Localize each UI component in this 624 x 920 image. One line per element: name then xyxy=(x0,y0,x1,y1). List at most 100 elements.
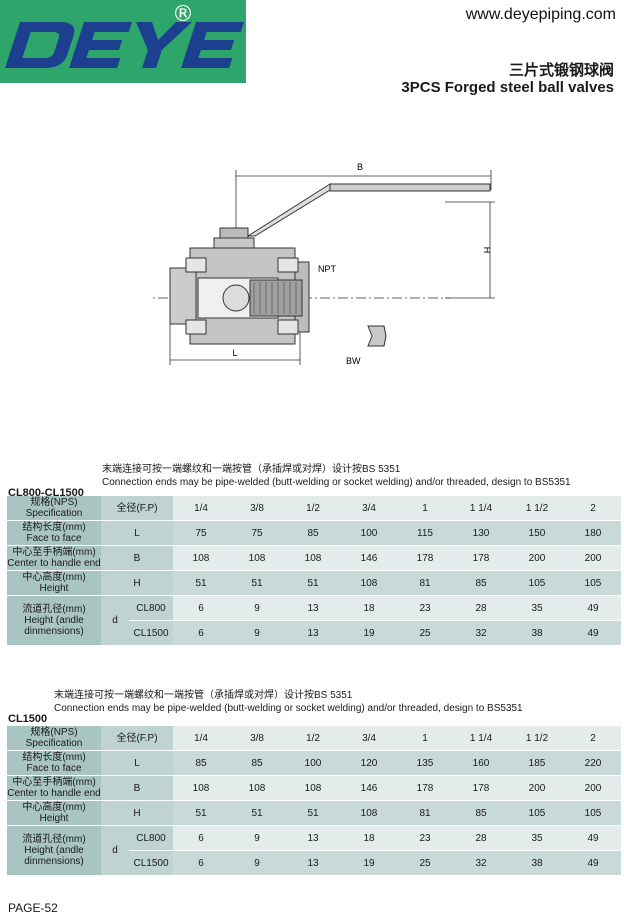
table-cell: 1 xyxy=(397,496,454,521)
butt-weld-end-detail xyxy=(367,325,387,347)
table-cell: 108 xyxy=(341,570,398,596)
table-cell: 146 xyxy=(341,775,398,801)
table-cell: 108 xyxy=(173,545,230,571)
table-cell: 135 xyxy=(397,750,454,776)
table-cell: 1 1/4 xyxy=(453,726,510,751)
table-cell: 108 xyxy=(173,775,230,801)
website-url[interactable]: www.deyepiping.com xyxy=(465,6,616,23)
valve-body xyxy=(169,227,310,345)
table-cell: 100 xyxy=(341,520,398,546)
table-cell: 178 xyxy=(453,545,510,571)
table-cell: 9 xyxy=(229,825,286,851)
dim-label-l: L xyxy=(232,348,237,358)
table-cell: 13 xyxy=(285,620,342,646)
table-cell: 51 xyxy=(285,800,342,826)
table-cell: 200 xyxy=(509,545,566,571)
table-cell: 2 xyxy=(565,726,622,751)
table-cell: 18 xyxy=(341,595,398,621)
table-cell: 3/8 xyxy=(229,496,286,521)
table-cell: 75 xyxy=(173,520,230,546)
dim-label-h: H xyxy=(482,247,492,254)
table-cell: 85 xyxy=(173,750,230,776)
table-cell: 51 xyxy=(173,800,230,826)
table-cell: 19 xyxy=(341,850,398,876)
table-cell: 38 xyxy=(509,850,566,876)
table-cell: 108 xyxy=(285,775,342,801)
table-cell: CL800 xyxy=(129,595,174,621)
table-cell: 13 xyxy=(285,850,342,876)
table-cell: 180 xyxy=(565,520,622,546)
table-cell: 85 xyxy=(453,800,510,826)
table-cell: 32 xyxy=(453,620,510,646)
table-cell: 51 xyxy=(285,570,342,596)
table-cell: 105 xyxy=(509,570,566,596)
table-cell: 81 xyxy=(397,800,454,826)
table-cell: 105 xyxy=(509,800,566,826)
table-cell: d xyxy=(101,825,129,876)
table-cell: 28 xyxy=(453,825,510,851)
table-cell: 23 xyxy=(397,595,454,621)
dim-label-npt: NPT xyxy=(318,264,337,274)
table-cell: 108 xyxy=(229,775,286,801)
handle-lever xyxy=(246,183,491,237)
table-cell: 51 xyxy=(229,800,286,826)
table-cell: 35 xyxy=(509,595,566,621)
table-cell: H xyxy=(101,800,174,826)
table-cell: 1 1/2 xyxy=(509,726,566,751)
table-cell: 6 xyxy=(173,850,230,876)
table-cell: 1/2 xyxy=(285,726,342,751)
table-cell: 3/4 xyxy=(341,496,398,521)
connection-note-en: Connection ends may be pipe-welded (butt… xyxy=(102,477,571,488)
table-cell: 13 xyxy=(285,595,342,621)
section-1-header: CL800-CL1500 末端连接可按一端螺纹和一端按管（承插焊或对焊）设计按B… xyxy=(8,461,618,501)
brand-logo-band xyxy=(0,0,246,83)
table-cell: 105 xyxy=(565,800,622,826)
table-cell: 200 xyxy=(509,775,566,801)
table-cell: 1/4 xyxy=(173,726,230,751)
table-cell: 108 xyxy=(341,800,398,826)
table-cell: B xyxy=(101,775,174,801)
table-cell: 100 xyxy=(285,750,342,776)
table-cell: 3/4 xyxy=(341,726,398,751)
table-cell: d xyxy=(101,595,129,646)
table-cell: 81 xyxy=(397,570,454,596)
page-title-en: 3PCS Forged steel ball valves xyxy=(401,79,614,96)
row-label-cell: 中心高度(mm)Height xyxy=(7,570,101,596)
table-cell: 28 xyxy=(453,595,510,621)
table-cell: 160 xyxy=(453,750,510,776)
table-cell: 19 xyxy=(341,620,398,646)
connection-note-en: Connection ends may be pipe-welded (butt… xyxy=(54,703,523,714)
dim-label-b: B xyxy=(357,162,363,172)
table-cell: 108 xyxy=(285,545,342,571)
row-label-cell: 规格(NPS)Specification xyxy=(7,726,101,751)
table-cell: 49 xyxy=(565,850,622,876)
table-cell: 75 xyxy=(229,520,286,546)
table-cell: 1 1/4 xyxy=(453,496,510,521)
table-cell: CL800 xyxy=(129,825,174,851)
table-cell: 85 xyxy=(453,570,510,596)
valve-technical-drawing: B H NPT d SW L BW xyxy=(150,162,495,366)
table-cell: 25 xyxy=(397,850,454,876)
table-cell: 2 xyxy=(565,496,622,521)
section-2-header: CL1500 末端连接可按一端螺纹和一端按管（承插焊或对焊）设计按BS 5351… xyxy=(8,687,618,727)
table-cell: 6 xyxy=(173,620,230,646)
table-cell: 178 xyxy=(397,545,454,571)
table-cell: 38 xyxy=(509,620,566,646)
table-cell: 108 xyxy=(229,545,286,571)
spec-label: 规格(NPS)Specification xyxy=(7,496,101,521)
table-cell: 85 xyxy=(229,750,286,776)
table-cell: 150 xyxy=(509,520,566,546)
table-cell: 6 xyxy=(173,825,230,851)
pressure-class-label: CL1500 xyxy=(8,713,48,725)
